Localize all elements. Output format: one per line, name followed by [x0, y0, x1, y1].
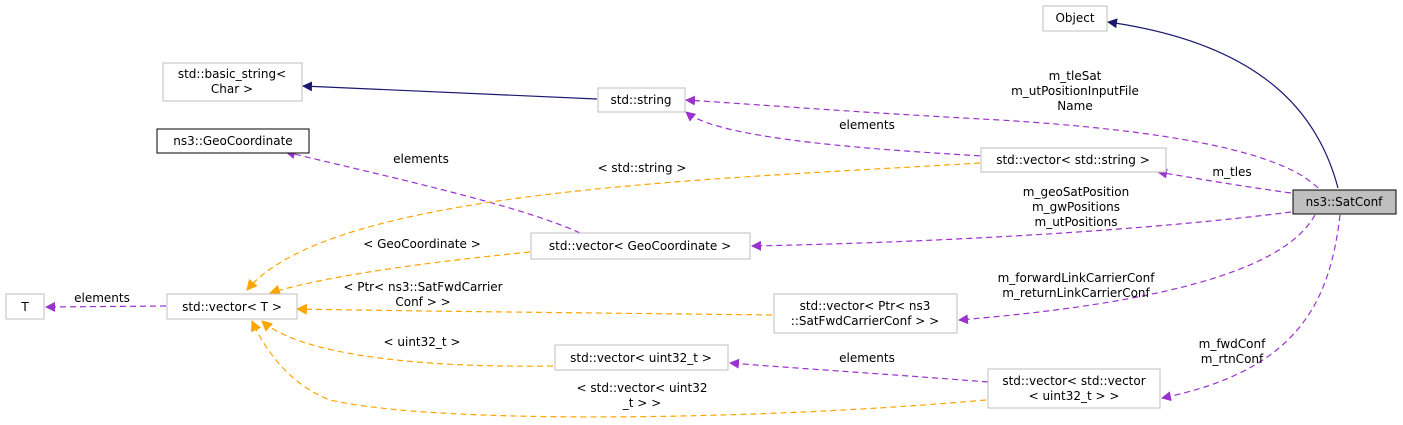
edge-satconf-to-vector-ptr [958, 214, 1316, 325]
node-vector-vector-label-line2: < uint32_t > > [1029, 389, 1120, 403]
edge-satconf-to-vector-vector [1161, 214, 1341, 402]
edge-label-string-elements: elements [839, 118, 895, 132]
edge-label-template-ptr-line2: Conf > > [395, 295, 450, 309]
node-object-label: Object [1055, 11, 1094, 25]
edge-label-uint-elements: elements [839, 351, 895, 365]
edge-satconf-to-vector-geo [751, 211, 1292, 251]
edge-label-template-geo: < GeoCoordinate > [363, 237, 481, 251]
node-vector-string[interactable]: std::vector< std::string > [980, 147, 1167, 173]
edge-vector-ptr-template [295, 303, 773, 316]
node-t-label: T [20, 300, 29, 314]
edge-string-inherits-basic-string [302, 81, 598, 100]
edge-label-geo-elements: elements [393, 152, 449, 166]
edge-satconf-inherits-object [1107, 18, 1339, 189]
node-vector-vector[interactable]: std::vector< std::vector < uint32_t > > [987, 368, 1161, 409]
edge-label-template-vector-line1: < std::vector< uint32 [577, 381, 708, 395]
node-vector-t[interactable]: std::vector< T > [166, 293, 298, 320]
edge-label-fwd-rtn-line1: m_fwdConf [1199, 337, 1266, 351]
edge-label-t-elements: elements [74, 291, 130, 305]
edge-label-tles: m_tles [1212, 165, 1251, 179]
edge-vector-uint-template [261, 320, 554, 367]
node-vector-geo-label: std::vector< GeoCoordinate > [549, 239, 731, 253]
edge-label-template-uint: < uint32_t > [384, 335, 461, 349]
node-vector-t-label: std::vector< T > [182, 300, 282, 314]
edge-vector-string-template [246, 162, 981, 291]
edge-label-carrier-conf-line1: m_forwardLinkCarrierConf [998, 271, 1156, 285]
node-basic-string-label-line2: Char > [211, 82, 253, 96]
node-vector-uint[interactable]: std::vector< uint32_t > [554, 344, 729, 371]
node-string[interactable]: std::string [597, 87, 686, 113]
edge-vector-geo-to-geocoordinate [285, 149, 581, 234]
node-basic-string[interactable]: std::basic_string< Char > [162, 62, 303, 102]
node-vector-vector-label-line1: std::vector< std::vector [1002, 374, 1145, 388]
edge-label-template-ptr-line1: < Ptr< ns3::SatFwdCarrier [343, 280, 502, 294]
edge-label-template-string: < std::string > [598, 161, 687, 175]
node-satconf[interactable]: ns3::SatConf [1292, 189, 1397, 215]
node-vector-uint-label: std::vector< uint32_t > [570, 351, 712, 365]
node-vector-ptr-label-line2: ::SatFwdCarrierConf > > [791, 314, 939, 328]
node-object[interactable]: Object [1042, 5, 1108, 32]
node-geocoordinate[interactable]: ns3::GeoCoordinate [156, 128, 310, 154]
edge-label-carrier-conf-line2: m_returnLinkCarrierConf [1002, 286, 1150, 300]
edge-vector-t-to-t [45, 301, 167, 312]
edge-label-tle-line3: Name [1057, 99, 1092, 113]
node-string-label: std::string [610, 93, 671, 107]
edge-label-fwd-rtn-line2: m_rtnConf [1201, 352, 1264, 366]
edge-label-tle-line1: m_tleSat [1049, 69, 1102, 83]
edge-satconf-to-string [685, 95, 1319, 189]
node-vector-ptr[interactable]: std::vector< Ptr< ns3 ::SatFwdCarrierCon… [773, 293, 958, 334]
edge-labels: m_tleSat m_utPositionInputFile Name elem… [74, 69, 1266, 410]
edge-label-template-vector-line2: _t > > [622, 396, 661, 410]
node-vector-geo[interactable]: std::vector< GeoCoordinate > [530, 232, 751, 260]
node-t[interactable]: T [5, 293, 45, 320]
edge-satconf-to-vector-string [1157, 168, 1292, 194]
edge-vector-vector-template [251, 319, 987, 418]
node-satconf-label: ns3::SatConf [1306, 195, 1384, 209]
edge-vector-vector-to-vector-uint [729, 358, 989, 383]
edge-label-tle-line2: m_utPositionInputFile [1011, 84, 1139, 98]
node-vector-ptr-label-line1: std::vector< Ptr< ns3 [800, 299, 931, 313]
node-basic-string-label-line1: std::basic_string< [178, 67, 286, 81]
edges [45, 18, 1341, 418]
edge-label-positions-line1: m_geoSatPosition [1023, 185, 1129, 199]
edge-label-positions-line2: m_gwPositions [1032, 200, 1120, 214]
node-vector-string-label: std::vector< std::string > [996, 153, 1150, 167]
node-geocoordinate-label: ns3::GeoCoordinate [173, 134, 292, 148]
edge-label-positions-line3: m_utPositions [1035, 215, 1118, 229]
